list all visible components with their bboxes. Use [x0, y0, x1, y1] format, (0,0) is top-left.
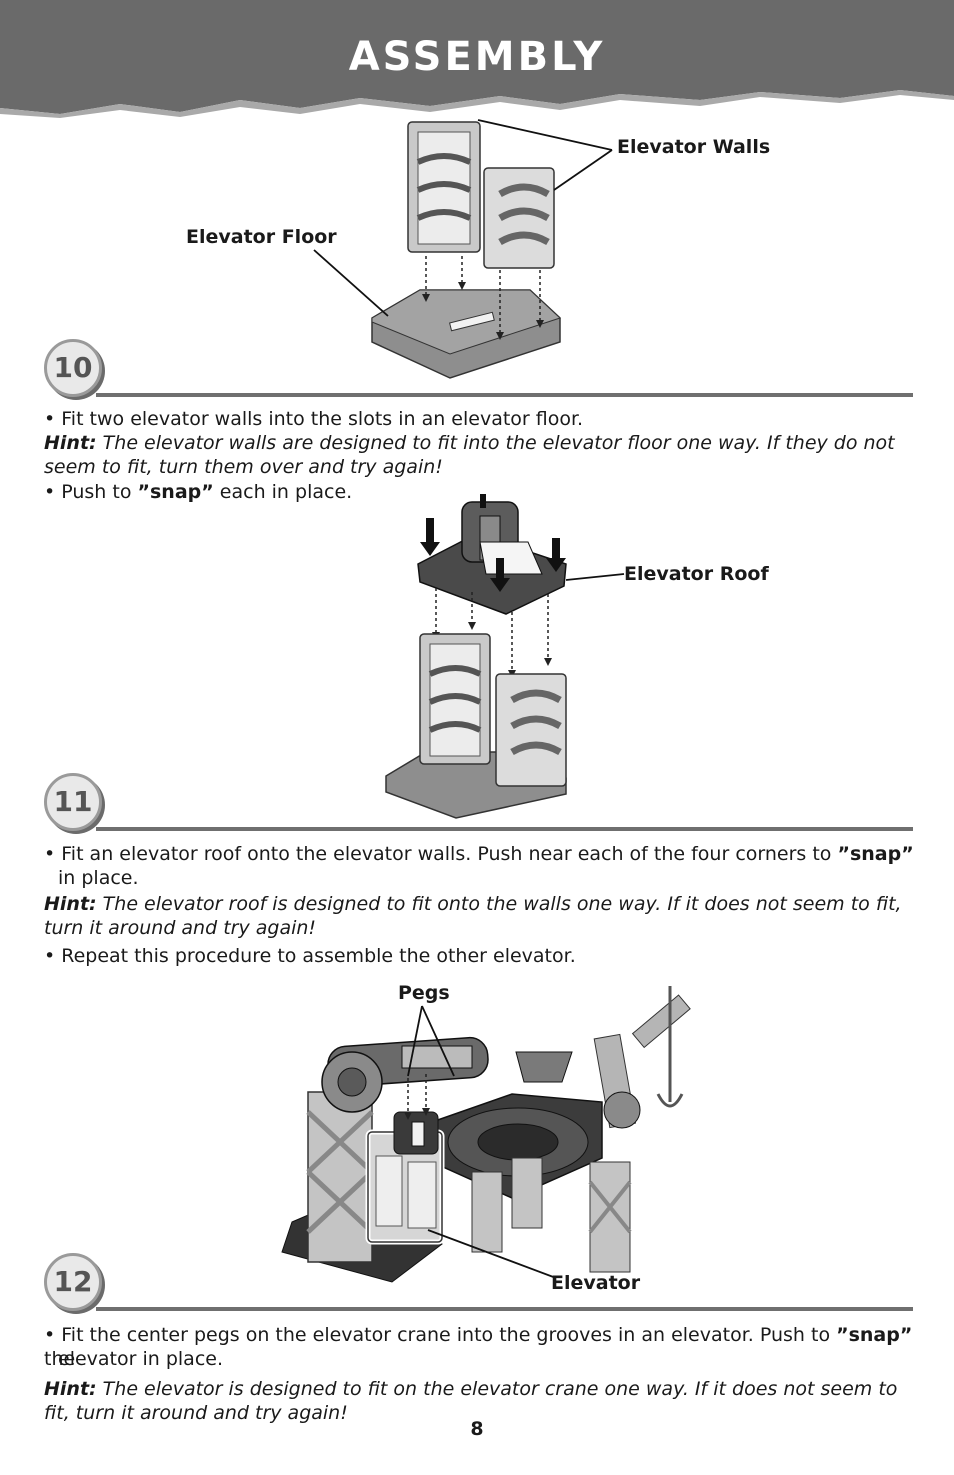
callout-elevator-walls: Elevator Walls: [617, 136, 771, 158]
page-number: 8: [470, 1418, 484, 1440]
step12-pegs-callout-lines: [407, 1005, 455, 1077]
step-number-11: 11: [44, 773, 102, 831]
callout-elevator-roof: Elevator Roof: [624, 563, 769, 585]
elevator-crane-illustration: [281, 986, 691, 1283]
step10-callout-lines: [313, 119, 613, 317]
snap-emphasis: ”snap”: [836, 1324, 913, 1346]
instruction-text: each in place.: [213, 481, 353, 503]
step10-hint: Hint: The elevator walls are designed to…: [44, 431, 914, 479]
elevator-walls-floor-illustration: [371, 121, 561, 379]
step11-callout-line: [566, 573, 625, 581]
header-background: [0, 0, 954, 118]
step10-divider: [96, 393, 913, 397]
step11-instruction-1: • Fit an elevator roof onto the elevator…: [44, 842, 914, 866]
step12-instruction-1-cont: elevator in place.: [58, 1348, 223, 1370]
step11-hint: Hint: The elevator roof is designed to f…: [44, 892, 914, 940]
step-number-10: 10: [44, 339, 102, 397]
step12-instruction-1: • Fit the center pegs on the elevator cr…: [44, 1323, 914, 1371]
elevator-roof-illustration: [385, 494, 567, 819]
step11-instruction-1-cont: in place.: [58, 867, 139, 889]
step11-instruction-2: • Repeat this procedure to assemble the …: [44, 945, 576, 967]
snap-emphasis: ”snap”: [837, 843, 914, 865]
instruction-text: • Fit an elevator roof onto the elevator…: [44, 843, 838, 865]
hint-text: The elevator is designed to fit on the e…: [44, 1378, 898, 1424]
step11-divider: [96, 827, 913, 831]
callout-elevator: Elevator: [551, 1272, 641, 1294]
instruction-text: • Fit the center pegs on the elevator cr…: [44, 1324, 837, 1346]
header-banner: ASSEMBLY: [0, 0, 954, 118]
step-number-12: 12: [44, 1253, 102, 1311]
step12-elevator-callout-line: [427, 1229, 557, 1279]
hint-text: The elevator roof is designed to fit ont…: [44, 893, 902, 939]
hint-label: Hint:: [44, 1378, 97, 1400]
step12-hint: Hint: The elevator is designed to fit on…: [44, 1377, 914, 1425]
callout-pegs: Pegs: [398, 982, 450, 1004]
hint-text: The elevator walls are designed to fit i…: [44, 432, 895, 478]
snap-emphasis: ”snap”: [137, 481, 214, 503]
callout-elevator-floor: Elevator Floor: [186, 226, 337, 248]
step10-instruction-2: • Push to ”snap” each in place.: [44, 480, 914, 504]
hint-label: Hint:: [44, 893, 97, 915]
step12-divider: [96, 1307, 913, 1311]
page-title: ASSEMBLY: [348, 34, 606, 80]
instruction-text: • Push to: [44, 481, 138, 503]
hint-label: Hint:: [44, 432, 97, 454]
step10-instruction-1: • Fit two elevator walls into the slots …: [44, 408, 584, 430]
instruction-text: the: [44, 1348, 76, 1370]
